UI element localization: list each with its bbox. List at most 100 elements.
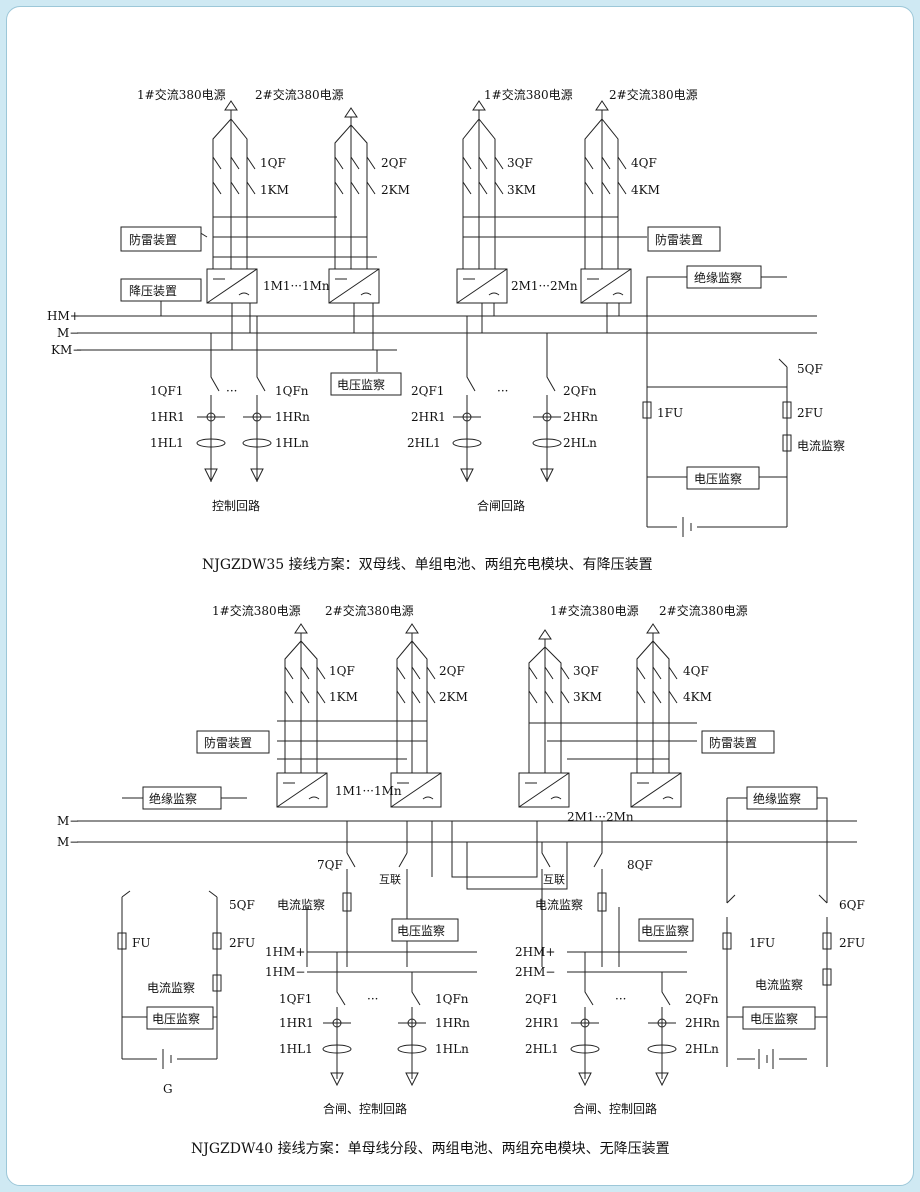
d1-voltage-mon: 电压监察 [337,378,385,392]
d2-fuse-right-2: 2FU [839,936,865,950]
d1-right-hln: 2HLn [563,436,597,450]
d2-source-4: 2#交流380电源 [659,603,748,618]
d1-label-3qf: 3QF [507,156,533,170]
d1-bus-m: M− [57,326,79,340]
d2-label-1qf: 1QF [329,664,355,678]
d1-right-hr1: 2HR1 [411,410,446,424]
d2-current-mon-1: 电流监察 [277,898,325,912]
d1-modules [206,268,632,304]
d2-circuit-right: 合闸、控制回路 [573,1101,657,1116]
d1-fuse-1: 1FU [657,406,683,420]
d1-right-qfn: 2QFn [563,384,597,398]
d2-feeders [322,952,677,1087]
d2-caption: NJGZDW40 接线方案：单母线分段、两组电池、两组充电模块、无降压装置 [191,1140,670,1157]
d2-voltage-mon-left: 电压监察 [152,1012,200,1026]
d2-label-5qf: 5QF [229,898,255,912]
d2-label-3km: 3KM [573,690,602,704]
d1-left-dots: ··· [226,384,237,398]
wiring-diagrams: 1#交流380电源 2#交流380电源 1#交流380电源 2#交流380电源 [47,87,865,1157]
d2-voltage-mon-left-box [146,1006,214,1030]
d2-label-1km: 1KM [329,690,358,704]
d1-insulation-wire [646,276,787,387]
d2-circuit-left: 合闸、控制回路 [323,1101,407,1116]
d1-label-2qf: 2QF [381,156,407,170]
d2-source-4-terminal [646,623,660,634]
d1-lightning-left-box [120,226,202,252]
d1-voltage-mon-2: 电压监察 [694,472,742,486]
d2-voltage-mon-2: 电压监察 [641,924,689,938]
d2-current-mon-2: 电流监察 [535,898,583,912]
d1-feeders-left [196,316,272,483]
d1-source-4-terminal [595,100,609,111]
d1-stepdown: 降压装置 [129,284,177,298]
d1-right-qf1: 2QF1 [411,384,444,398]
d2-voltage-mon-1-box [391,918,459,942]
d2-fuse-right-1: 1FU [749,936,775,950]
d2-insulation-left: 绝缘监察 [149,791,197,806]
d2-voltage-mon-2-box [638,918,694,942]
d1-left-hr1: 1HR1 [150,410,185,424]
d2-sub-bus-1hm-plus: 1HM+ [265,945,305,959]
d1-bus-km: KM− [51,343,82,357]
d1-source-3-terminal [472,100,486,111]
d2-right-qf1: 2QF1 [525,992,558,1006]
d1-caption: NJGZDW35 接线方案：双母线、单组电池、两组充电模块、有降压装置 [202,556,653,573]
d1-bus-hm: HM+ [47,309,80,323]
d1-left-qfn: 1QFn [275,384,309,398]
d1-fuse-2: 2FU [797,406,823,420]
d1-lightning-left: 防雷装置 [129,232,177,247]
d2-tie-label-1: 互联 [379,873,401,886]
d1-label-1km: 1KM [260,183,289,197]
d1-lightning-right: 防雷装置 [655,232,703,247]
d2-incoming-wiring [284,633,678,707]
d1-label-2km: 2KM [381,183,410,197]
d1-source-2: 2#交流380电源 [255,87,344,102]
d2-battery-right [722,894,832,1069]
d2-current-mon-right: 电流监察 [755,978,803,992]
d1-voltage-mon-box [330,372,402,396]
d2-lightning-left: 防雷装置 [204,735,252,750]
d2-label-6qf: 6QF [839,898,865,912]
d2-voltage-mon-1: 电压监察 [397,924,445,938]
d2-lightning-wiring [277,707,697,775]
d2-tie-label-2: 互联 [543,873,565,886]
d2-label-4km: 4KM [683,690,712,704]
d2-bus-2: M− [57,835,79,849]
d1-buses [77,315,817,351]
d1-lightning-wiring [198,192,647,277]
d2-lightning-right: 防雷装置 [709,735,757,750]
d2-label-4qf: 4QF [683,664,709,678]
d2-label-7qf: 7QF [317,858,343,872]
d1-label-3km: 3KM [507,183,536,197]
d2-fuse-left-2: 2FU [229,936,255,950]
d1-right-dots: ··· [497,384,508,398]
d2-voltage-mon-right-box [742,1006,816,1030]
d2-source-2: 2#交流380电源 [325,603,414,618]
d1-circuit-ctrl: 控制回路 [212,498,260,513]
d2-label-3qf: 3QF [573,664,599,678]
d2-current-mon-battery: 电流监察 [147,981,195,995]
d1-label-1qf: 1QF [260,156,286,170]
d1-feeders-right [452,316,562,483]
d1-circuit-close: 合闸回路 [477,498,525,513]
diagram-page: 1#交流380电源 2#交流380电源 1#交流380电源 2#交流380电源 [6,6,914,1186]
d2-left-qf1: 1QF1 [279,992,312,1006]
d1-right-hrn: 2HRn [563,410,598,424]
d2-battery-label: G [163,1082,173,1096]
d1-voltage-mon-2-box [686,466,760,490]
d1-current-mon: 电流监察 [797,439,845,453]
d1-right-hl1: 2HL1 [407,436,441,450]
d2-left-dots: ··· [367,992,378,1006]
d2-sub-bus-2hm-minus: 2HM− [515,965,555,979]
d2-right-hr1: 2HR1 [525,1016,560,1030]
d1-left-hln: 1HLn [275,436,309,450]
d2-source-3-terminal [538,629,552,640]
d1-source-3: 1#交流380电源 [484,87,573,102]
d1-label-4qf: 4QF [631,156,657,170]
d2-left-hrn: 1HRn [435,1016,470,1030]
d2-source-1-terminal [294,623,308,634]
d1-battery-branch [642,333,792,537]
d2-right-hl1: 2HL1 [525,1042,559,1056]
d1-source-1-terminal [224,100,238,111]
d2-left-hln: 1HLn [435,1042,469,1056]
